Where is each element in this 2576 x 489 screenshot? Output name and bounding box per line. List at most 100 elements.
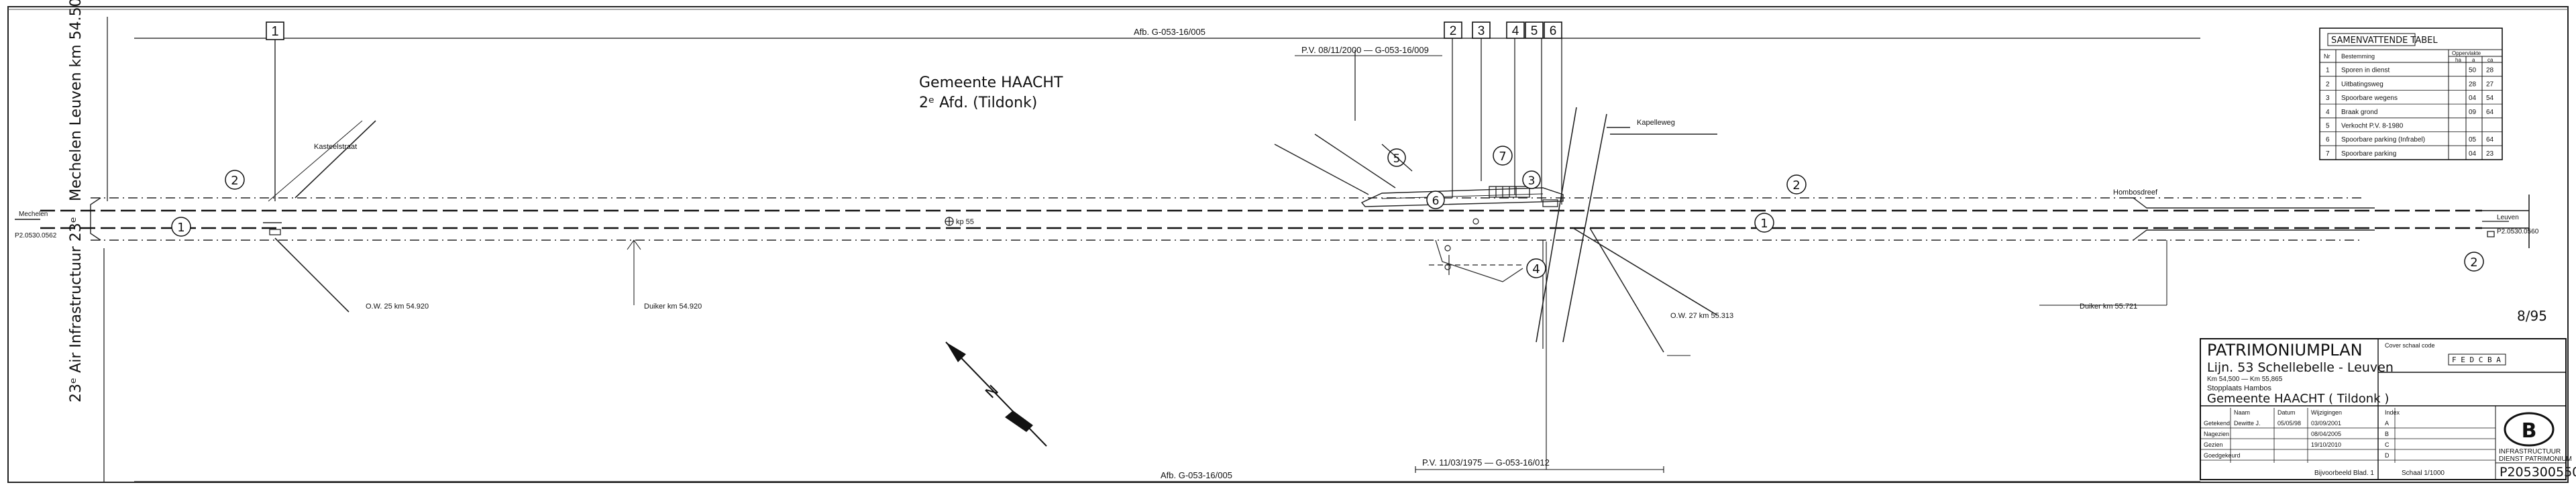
boxed-marker-1: 1 xyxy=(266,21,284,40)
duiker-left xyxy=(627,239,641,305)
svg-text:5: 5 xyxy=(1393,152,1401,166)
revision-cell-role: Getekend xyxy=(2204,420,2230,427)
circle-marker-2-left: 2 xyxy=(225,170,245,190)
summary-cell-desc: Verkocht P.V. 8-1980 xyxy=(2341,123,2404,130)
municipality-line1: Gemeente HAACHT xyxy=(919,74,1063,91)
summary-cell-nr: 3 xyxy=(2326,95,2330,102)
summary-cell-nr: 1 xyxy=(2326,67,2330,74)
sheet-border xyxy=(7,6,2569,483)
circle-marker-4: 4 xyxy=(1526,258,1546,278)
svg-text:F E D C B A: F E D C B A xyxy=(2452,356,2501,364)
label-infra-vertical: 23ᵉ Air Infrastructuur 23ᵉ xyxy=(68,217,85,402)
label-kapelleweg: Kapelleweg xyxy=(1637,119,1675,127)
title-block-halt: Stopplaats Hambos xyxy=(2207,384,2271,392)
svg-text:Index: Index xyxy=(2385,409,2400,416)
svg-text:Naam: Naam xyxy=(2234,409,2250,416)
boxed-marker-5: 5 xyxy=(1525,21,1544,39)
svg-text:a: a xyxy=(2472,57,2475,63)
title-block: PATRIMONIUMPLAN Lijn. 53 Schellebelle - … xyxy=(2200,338,2576,480)
circle-marker-6: 6 xyxy=(1426,191,1445,209)
label-station-left-km: P2.0530.0562 xyxy=(15,232,57,239)
summary-cell-a: 04 xyxy=(2469,95,2477,102)
summary-cell-ca: 64 xyxy=(2486,136,2494,144)
road-ow27 xyxy=(1589,227,1690,356)
revision-cell-idx: B xyxy=(2385,431,2389,437)
svg-text:2: 2 xyxy=(1792,178,1800,193)
title-block-km: Km 54,500 — Km 55,865 xyxy=(2207,376,2283,383)
label-hombosdreef: Hombosdreef xyxy=(2113,188,2158,197)
north-label: N xyxy=(983,382,1002,402)
platform-area xyxy=(1274,133,1564,207)
svg-text:2: 2 xyxy=(2470,256,2477,270)
summary-cell-desc: Uitbatingsweg xyxy=(2341,80,2383,88)
left-vertical-guides xyxy=(103,17,108,482)
north-arrow: N xyxy=(945,341,1047,447)
circle-marker-2-right: 2 xyxy=(1786,174,1807,195)
svg-text:3: 3 xyxy=(1528,174,1536,188)
summary-cell-desc: Braak grond xyxy=(2341,109,2377,116)
boxed-marker-6: 6 xyxy=(1544,21,1562,39)
svg-text:2: 2 xyxy=(231,174,238,188)
circle-marker-5: 5 xyxy=(1381,144,1413,172)
property-boundaries xyxy=(90,197,2375,241)
svg-text:6: 6 xyxy=(1432,195,1440,208)
pv-bottom-label: P.V. 11/03/1975 — G-053-16/012 xyxy=(1422,457,1550,468)
svg-text:1: 1 xyxy=(271,24,278,39)
summary-cell-nr: 2 xyxy=(2326,80,2330,88)
summary-title: SAMENVATTENDE TABEL xyxy=(2331,36,2438,46)
revision-cell-chg: 03/09/2001 xyxy=(2311,420,2341,427)
svg-text:6: 6 xyxy=(1550,24,1557,38)
circle-marker-7: 7 xyxy=(1493,146,1513,166)
leader-lines-center xyxy=(1354,37,1562,205)
revision-cell-chg: 08/04/2005 xyxy=(2311,431,2341,437)
revision-cell-name: Dewitte J. xyxy=(2234,420,2261,427)
sheet-number: 8/95 xyxy=(2517,308,2547,324)
afb-top-label: Afb. G-053-16/005 xyxy=(1134,27,1205,37)
title-block-title: PATRIMONIUMPLAN xyxy=(2207,341,2363,360)
label-duiker-right: Duiker km 55.721 xyxy=(2080,303,2137,311)
circle-marker-3: 3 xyxy=(1522,170,1541,189)
summary-cell-a: 04 xyxy=(2469,150,2477,158)
label-kasteelstraat: Kasteelstraat xyxy=(314,143,357,151)
summary-cell-desc: Spoorbare parking xyxy=(2341,150,2396,158)
duiker-right xyxy=(2039,240,2167,306)
summary-cell-ca: 23 xyxy=(2486,150,2494,158)
road-kapelleweg xyxy=(1536,107,1718,343)
municipality-line2: 2ᵉ Afd. (Tildonk) xyxy=(919,95,1037,111)
circle-marker-1-left: 1 xyxy=(171,217,191,237)
summary-cell-desc: Spoorbare parking (Infrabel) xyxy=(2341,136,2425,144)
revision-cell-chg: 19/10/2010 xyxy=(2311,441,2341,448)
revision-cell-idx: A xyxy=(2385,420,2389,427)
svg-text:7: 7 xyxy=(1499,150,1506,164)
pv-top-label: P.V. 08/11/2000 — G-053-16/009 xyxy=(1301,45,1429,55)
summary-cell-ca: 27 xyxy=(2486,80,2494,88)
svg-text:1: 1 xyxy=(177,221,184,235)
revision-cell-idx: D xyxy=(2385,452,2390,459)
label-station-right: Leuven xyxy=(2497,214,2519,221)
revision-cell-role: Goedgekeurd xyxy=(2204,452,2241,459)
svg-text:B: B xyxy=(2522,419,2537,443)
circle-marker-1-right: 1 xyxy=(1754,213,1774,233)
label-ow-mid: O.W. 27 km 55.313 xyxy=(1670,312,1733,320)
summary-cell-nr: 6 xyxy=(2326,136,2330,144)
boxed-marker-4: 4 xyxy=(1506,21,1525,39)
svg-text:Bestemming: Bestemming xyxy=(2341,53,2375,60)
svg-text:1: 1 xyxy=(1760,217,1768,231)
summary-cell-ca: 64 xyxy=(2486,109,2494,116)
nmbs-logo: B xyxy=(2504,412,2555,447)
svg-text:Cover schaal code: Cover schaal code xyxy=(2385,342,2435,349)
svg-text:DIENST PATRIMONIUM: DIENST PATRIMONIUM xyxy=(2499,455,2572,463)
boxed-marker-2: 2 xyxy=(1444,21,1462,39)
afb-bottom-label: Afb. G-053-16/005 xyxy=(1161,470,1232,480)
circle-marker-2-far-right: 2 xyxy=(2464,252,2484,272)
summary-cell-a: 09 xyxy=(2469,109,2477,116)
svg-text:ha: ha xyxy=(2455,57,2461,63)
summary-cell-a: 28 xyxy=(2469,80,2477,88)
boxed-marker-3: 3 xyxy=(1472,21,1491,39)
track-right-extension xyxy=(2482,195,2530,248)
svg-text:INFRASTRUCTUUR: INFRASTRUCTUUR xyxy=(2499,448,2561,455)
summary-cell-desc: Sporen in dienst xyxy=(2341,67,2390,74)
svg-text:Bijvoorbeeld Blad. 1: Bijvoorbeeld Blad. 1 xyxy=(2314,470,2374,477)
svg-text:4: 4 xyxy=(1532,262,1540,276)
revision-cell-idx: C xyxy=(2385,441,2390,448)
